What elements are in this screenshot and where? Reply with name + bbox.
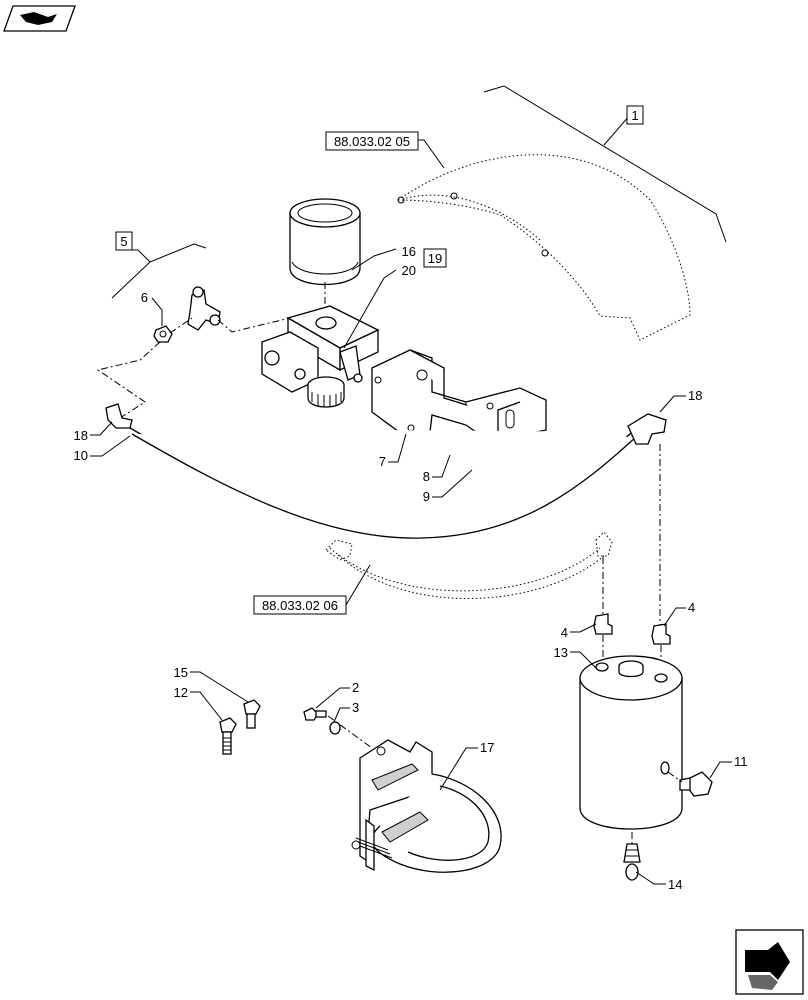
- callout-3: 3: [352, 700, 359, 715]
- reference-hose-outline: [325, 531, 613, 599]
- next-page-arrow-icon[interactable]: [735, 929, 804, 995]
- leader-lines: [90, 114, 732, 885]
- callout-14: 14: [668, 877, 682, 892]
- tank-bracket: [351, 739, 502, 873]
- callout-6: 6: [141, 290, 148, 305]
- callout-9: 9: [423, 489, 430, 504]
- book-icon[interactable]: [3, 5, 76, 32]
- mounting-bracket: [371, 349, 547, 441]
- axis-line: [96, 341, 161, 419]
- bolt: [243, 699, 261, 729]
- callout-18-left: 18: [74, 428, 88, 443]
- tee-fitting: [187, 286, 221, 331]
- fitting: [153, 325, 173, 343]
- axis-line: [169, 317, 193, 334]
- callout-16: 16: [402, 244, 416, 259]
- axis-line: [327, 715, 373, 749]
- screw: [303, 707, 327, 721]
- reference-box-mid[interactable]: 88.033.02 06: [253, 595, 347, 615]
- reference-88-033-02-05: 88.033.02 05: [334, 134, 410, 149]
- callout-10: 10: [74, 448, 88, 463]
- callout-1-box[interactable]: 1: [626, 105, 644, 125]
- callout-13: 13: [554, 645, 568, 660]
- reference-88-033-02-06: 88.033.02 06: [262, 598, 338, 613]
- callout-20: 20: [402, 263, 416, 278]
- air-hose: [129, 427, 637, 539]
- callout-19-box[interactable]: 19: [423, 248, 447, 268]
- callout-4-right: 4: [688, 600, 695, 615]
- callout-17: 17: [480, 740, 494, 755]
- axis-line: [667, 771, 683, 783]
- fender-outline: [396, 85, 727, 341]
- reference-box-top[interactable]: 88.033.02 05: [325, 131, 419, 151]
- fitting: [593, 613, 671, 645]
- bolt: [219, 717, 237, 755]
- callout-7: 7: [379, 454, 386, 469]
- callout-5: 5: [120, 234, 127, 249]
- callout-18-right: 18: [688, 388, 702, 403]
- dryer-cartridge: [289, 198, 361, 286]
- drain-plug: [679, 771, 713, 797]
- drain-valve: [623, 843, 641, 881]
- callout-1: 1: [631, 108, 638, 123]
- callout-4-left: 4: [561, 625, 568, 640]
- callout-2: 2: [352, 680, 359, 695]
- washer: [329, 721, 341, 735]
- axis-line: [217, 317, 291, 333]
- elbow-fitting: [105, 403, 133, 429]
- callout-12: 12: [174, 685, 188, 700]
- callout-11: 11: [734, 754, 748, 769]
- elbow-fitting: [627, 413, 667, 445]
- air-tank: [579, 655, 683, 830]
- callout-15: 15: [174, 665, 188, 680]
- air-dryer-assembly: [261, 305, 380, 408]
- callout-8: 8: [423, 469, 430, 484]
- callout-5-box[interactable]: 5: [115, 231, 133, 251]
- callout-19: 19: [428, 251, 442, 266]
